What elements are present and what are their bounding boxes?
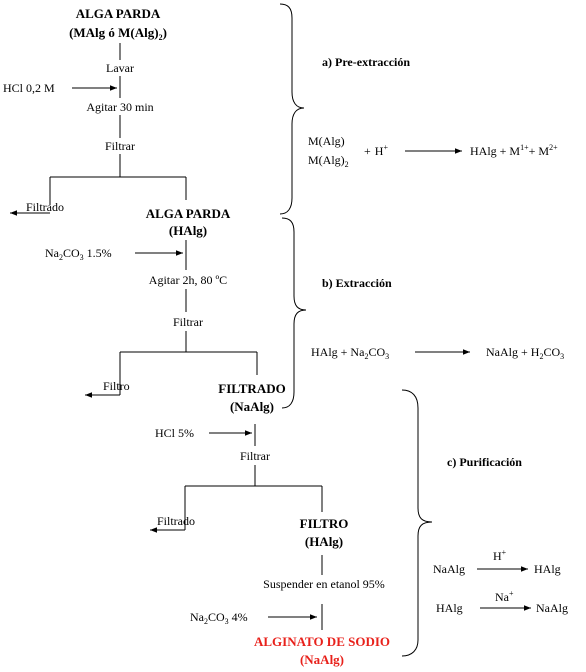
start-formula: (MAlg ó M(Alg)2) — [69, 25, 167, 42]
step-agitar: Agitar 30 min — [86, 100, 153, 114]
reagent-hcl-5: HCl 5% — [155, 426, 194, 440]
r1-plus-h: +H+ — [364, 143, 388, 158]
r3-left: NaAlg — [433, 562, 465, 576]
step-filtrar-3: Filtrar — [240, 449, 270, 463]
reagent-hcl-label: HCl 0,2 M — [3, 81, 55, 95]
reagent-na2co3-1: Na2CO3 1.5% — [45, 246, 112, 262]
step-filtrar-2: Filtrar — [173, 315, 203, 329]
brace-a — [279, 3, 305, 215]
brace-b — [281, 217, 307, 409]
r2-reactants: HAlg + Na2CO3 — [311, 345, 389, 361]
product-formula-1: (HAlg) — [169, 223, 207, 238]
r2-products: NaAlg + H2CO3 — [486, 345, 564, 361]
product-formula-2: (NaAlg) — [230, 399, 274, 414]
step-agitar-2: Agitar 2h, 80 ºC — [149, 273, 227, 287]
step-filtrar: Filtrar — [105, 139, 135, 153]
mid-title: FILTRO — [300, 516, 349, 531]
phase-a-label: a) Pre-extracción — [322, 55, 410, 69]
r4-right: NaAlg — [536, 601, 568, 615]
out-filtrado-1: Filtrado — [26, 200, 64, 214]
product-title-1: ALGA PARDA — [146, 206, 231, 221]
r1-products: HAlg + M1++ M2+ — [470, 143, 558, 158]
r4-left: HAlg — [436, 601, 463, 615]
r3-right: HAlg — [534, 562, 561, 576]
step-lavar: Lavar — [106, 61, 134, 75]
out-filtro: Filtro — [103, 379, 130, 393]
out-filtrado-3: Filtrado — [157, 514, 195, 528]
product-title-2: FILTRADO — [218, 381, 285, 396]
mid-formula: (HAlg) — [305, 534, 343, 549]
start-title: ALGA PARDA — [76, 6, 161, 21]
final-formula: (NaAlg) — [300, 652, 344, 667]
phase-c-label: c) Purificación — [447, 455, 522, 469]
step-suspender: Suspender en etanol 95% — [263, 577, 385, 591]
final-title: ALGINATO DE SODIO — [254, 634, 390, 649]
r1-reactant-bot: M(Alg)2 — [308, 153, 349, 169]
phase-b-label: b) Extracción — [322, 276, 392, 290]
brace-c — [401, 389, 433, 657]
r4-over: Na+ — [495, 589, 514, 604]
r1-reactant-top: M(Alg) — [308, 134, 345, 148]
reagent-na2co3-2: Na2CO3 4% — [190, 610, 248, 626]
r3-over: H+ — [493, 548, 507, 563]
